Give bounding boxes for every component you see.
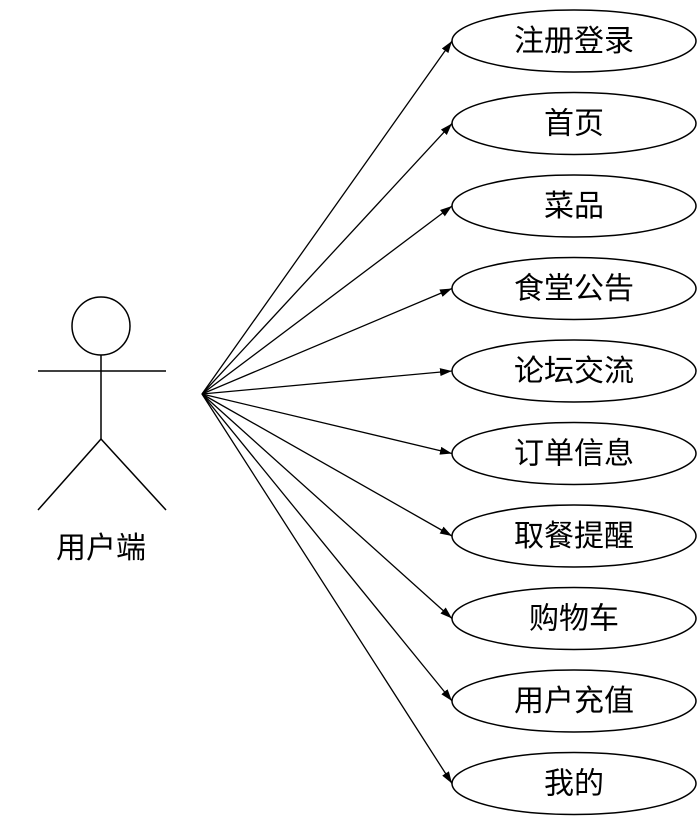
use-case-ellipse <box>451 9 697 73</box>
use-case-label: 订单信息 <box>514 437 634 472</box>
use-case-label: 用户充值 <box>514 684 634 719</box>
use-case-ellipse <box>451 669 697 733</box>
use-case-dishes: 菜品 <box>451 174 697 238</box>
use-case-canteen-notice: 食堂公告 <box>451 256 697 321</box>
use-case-label: 购物车 <box>529 602 619 637</box>
use-case-pickup-reminder: 取餐提醒 <box>451 504 697 568</box>
use-case-ellipse <box>451 174 697 238</box>
use-case-ellipse <box>451 586 697 651</box>
use-case-cart: 购物车 <box>451 586 697 651</box>
use-case-label: 食堂公告 <box>514 272 634 307</box>
use-case-ellipse <box>451 91 697 156</box>
association-arrow-mine <box>201 393 453 784</box>
use-case-forum: 论坛交流 <box>451 339 697 403</box>
actor-left-leg <box>37 438 102 511</box>
association-arrow-forum <box>201 368 453 395</box>
use-case-label: 我的 <box>544 767 604 802</box>
association-arrow-home <box>201 123 453 395</box>
use-case-label: 注册登录 <box>514 24 634 59</box>
use-case-label: 取餐提醒 <box>514 519 634 554</box>
use-case-label: 菜品 <box>544 189 604 224</box>
use-case-recharge: 用户充值 <box>451 669 697 733</box>
use-case-label: 论坛交流 <box>514 354 634 389</box>
use-case-mine: 我的 <box>451 751 697 816</box>
association-arrow-recharge <box>201 393 453 702</box>
use-case-label: 首页 <box>544 107 604 142</box>
association-arrow-order-info <box>201 393 453 455</box>
use-case-ellipse <box>451 504 697 568</box>
use-case-ellipse <box>451 256 697 321</box>
actor-head <box>71 296 131 356</box>
use-case-order-info: 订单信息 <box>451 421 697 486</box>
stick-figure-icon <box>37 296 167 511</box>
association-arrow-cart <box>201 393 453 619</box>
association-arrow-pickup-reminder <box>201 393 453 537</box>
use-case-register-login: 注册登录 <box>451 9 697 73</box>
association-arrows <box>201 40 453 784</box>
actor-right-leg <box>100 438 167 511</box>
use-case-ellipse <box>451 339 697 403</box>
association-arrow-canteen-notice <box>201 287 453 395</box>
actor: 用户端 <box>37 296 167 566</box>
actor-label: 用户端 <box>56 531 146 566</box>
use-case-home: 首页 <box>451 91 697 156</box>
association-arrow-register-login <box>201 40 453 395</box>
association-arrow-dishes <box>201 205 453 395</box>
use-case-ellipse <box>451 751 697 816</box>
use-case-ellipse <box>451 421 697 486</box>
